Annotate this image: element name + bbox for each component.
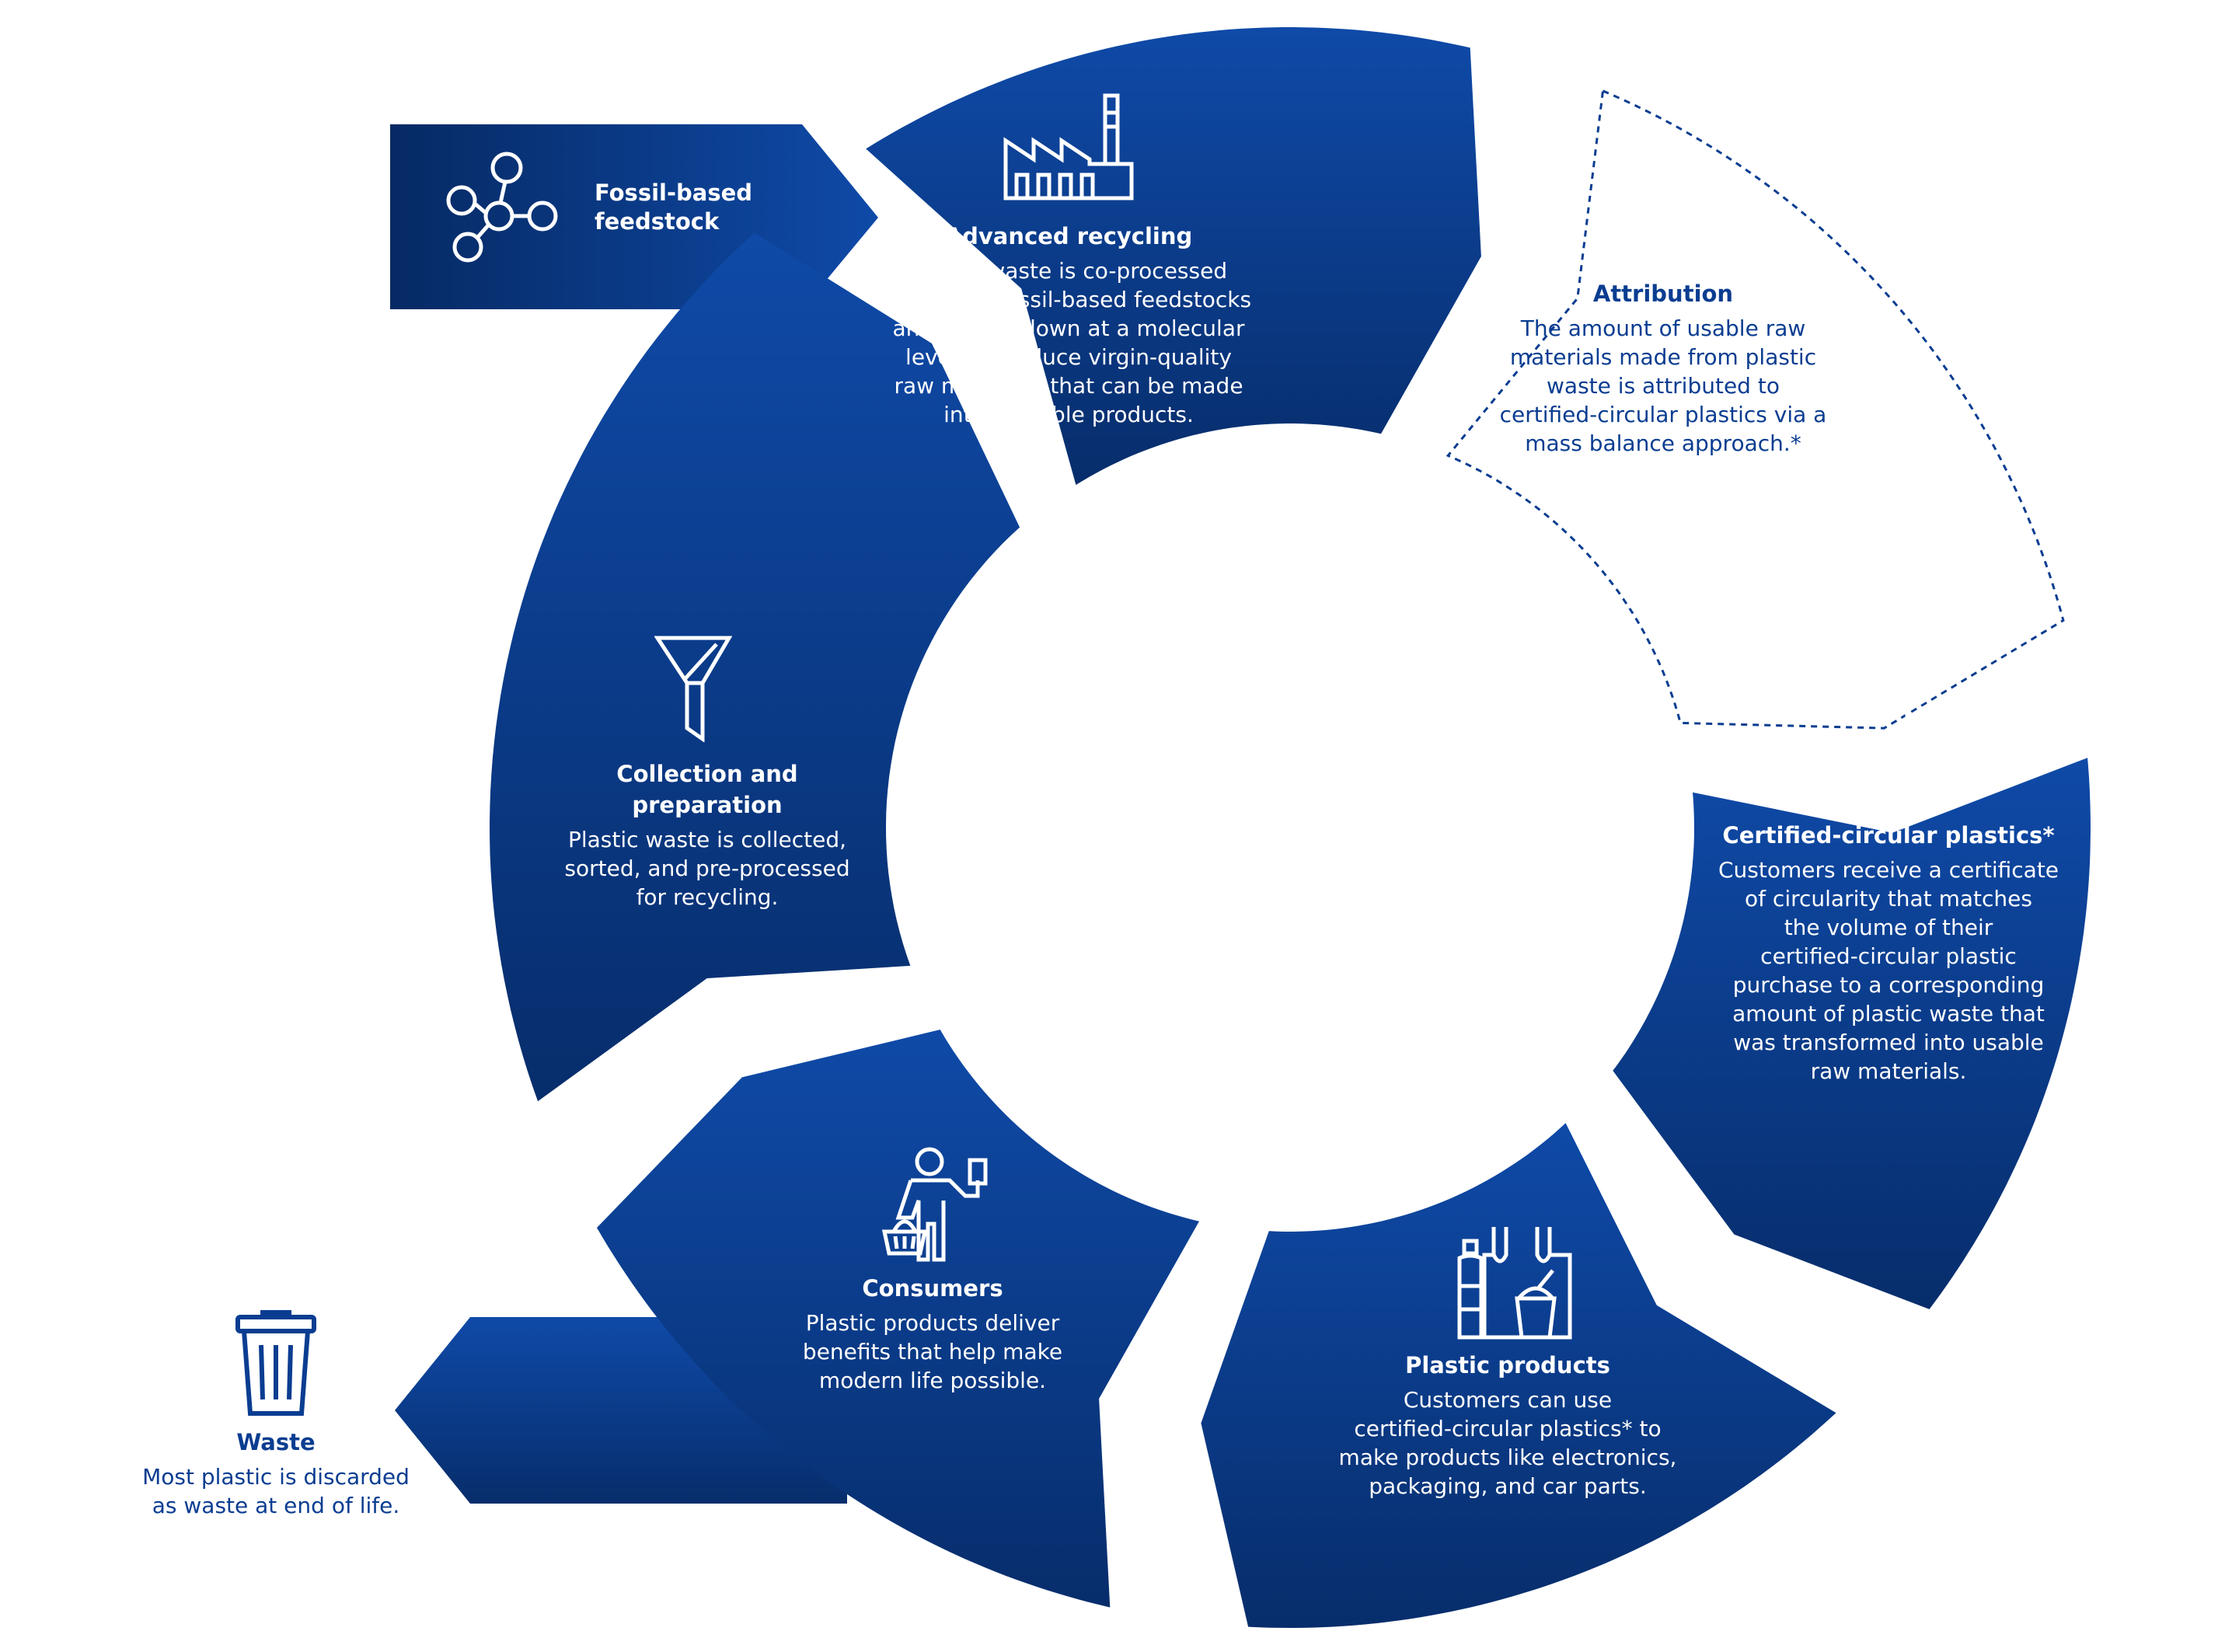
plastic-products-segment (1201, 1123, 1836, 1628)
collection-body: Plastic waste is collected, sorted, and … (564, 827, 850, 910)
certified-title: Certified-circular plastics* (1722, 822, 2055, 849)
molecule-icon (446, 152, 558, 263)
consumers-segment (597, 1030, 1199, 1608)
certified-circular-segment (1613, 758, 2091, 1309)
plastic-products-block: Plastic products Customers can use certi… (1337, 1350, 1679, 1500)
collection-block: Collection and preparation Plastic waste… (544, 758, 870, 911)
attribution-block: Attribution The amount of usable raw mat… (1477, 278, 1850, 458)
collection-segment (490, 232, 1020, 1102)
fossil-title: Fossil-based feedstock (595, 179, 753, 235)
advanced-recycling-block: Advanced recycling Plastic waste is co-p… (874, 221, 1263, 429)
shopper-icon (881, 1147, 988, 1262)
waste-body: Most plastic is discarded as waste at en… (142, 1464, 410, 1518)
advanced-recycling-title: Advanced recycling (944, 223, 1193, 249)
factory-icon (1003, 93, 1134, 200)
plastic-products-title: Plastic products (1405, 1352, 1610, 1378)
attribution-segment (1446, 89, 2065, 730)
certified-body: Customers receive a certificate of circu… (1718, 857, 2059, 1084)
bottle-bag-cup-icon (1457, 1227, 1572, 1340)
funnel-icon (654, 636, 732, 742)
advanced-recycling-body: Plastic waste is co-processed alongside … (885, 258, 1252, 427)
consumers-title: Consumers (862, 1275, 1003, 1302)
waste-block: Waste Most plastic is discarded as waste… (132, 1427, 420, 1520)
waste-title: Waste (236, 1429, 316, 1455)
fossil-label: Fossil-based feedstock (595, 179, 781, 241)
advanced-recycling-segment (866, 27, 1481, 485)
collection-title: Collection and preparation (616, 761, 798, 818)
consumers-block: Consumers Plastic products deliver benef… (777, 1273, 1088, 1395)
certified-block: Certified-circular plastics* Customers r… (1706, 820, 2071, 1086)
attribution-title: Attribution (1592, 281, 1734, 307)
certificate-icon (1829, 692, 1939, 815)
plastic-products-body: Customers can use certified-circular pla… (1338, 1387, 1677, 1499)
attribution-body: The amount of usable raw materials made … (1499, 315, 1827, 456)
trash-can-icon (235, 1310, 316, 1416)
consumers-body: Plastic products deliver benefits that h… (802, 1310, 1063, 1393)
